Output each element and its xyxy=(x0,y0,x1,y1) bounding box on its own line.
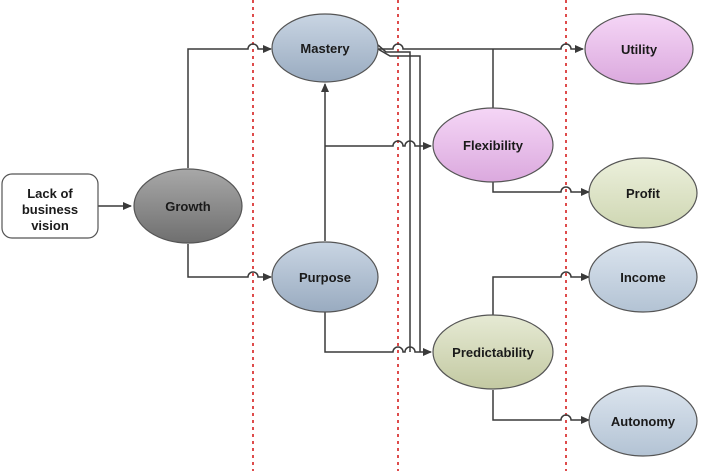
edge-mastery-utility xyxy=(378,43,584,53)
edge-mastery-bus-1 xyxy=(377,44,411,352)
node-lack-line-2: business xyxy=(22,202,78,217)
edge-predictability-autonomy xyxy=(492,390,590,424)
node-utility-label: Utility xyxy=(621,42,658,57)
node-lack-line-1: Lack of xyxy=(27,186,73,201)
node-income: Income xyxy=(588,241,698,313)
node-growth: Growth xyxy=(133,168,243,244)
edge-growth-mastery xyxy=(187,43,272,168)
edge-growth-purpose xyxy=(187,244,272,281)
node-flexibility: Flexibility xyxy=(432,107,554,183)
edge-mastery-bus-2 xyxy=(377,48,421,352)
node-profit-label: Profit xyxy=(626,186,661,201)
node-purpose: Purpose xyxy=(271,241,379,313)
node-predictability-label: Predictability xyxy=(452,345,534,360)
node-autonomy-label: Autonomy xyxy=(611,414,676,429)
column-dividers xyxy=(252,0,567,471)
edge-flexibility-profit xyxy=(492,182,590,196)
node-growth-label: Growth xyxy=(165,199,211,214)
connectors xyxy=(98,43,590,424)
node-lack-line-3: vision xyxy=(31,218,69,233)
edge-predictability-income xyxy=(492,271,590,315)
node-income-label: Income xyxy=(620,270,666,285)
node-mastery: Mastery xyxy=(271,13,379,83)
edge-purpose-flexibility xyxy=(325,140,432,150)
node-purpose-label: Purpose xyxy=(299,270,351,285)
node-flexibility-label: Flexibility xyxy=(463,138,524,153)
node-utility: Utility xyxy=(584,13,694,85)
node-autonomy: Autonomy xyxy=(588,385,698,457)
node-mastery-label: Mastery xyxy=(300,41,350,56)
node-profit: Profit xyxy=(588,157,698,229)
node-lack-of-business-vision: Lack of business vision xyxy=(1,173,99,239)
edge-purpose-predictability xyxy=(324,312,432,356)
node-predictability: Predictability xyxy=(432,314,554,390)
